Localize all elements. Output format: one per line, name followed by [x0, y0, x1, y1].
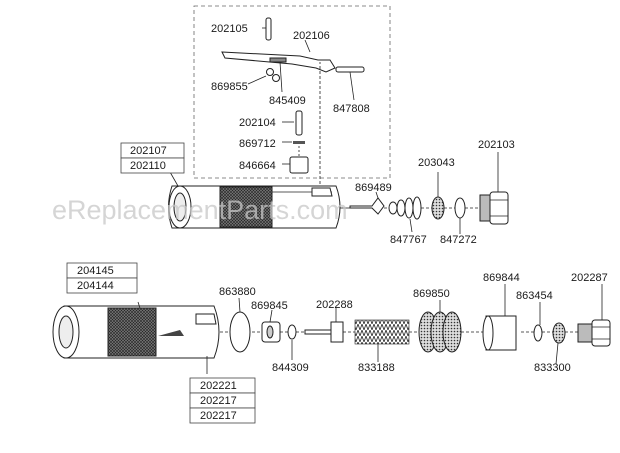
- label-845409: 845409: [269, 95, 306, 107]
- label-863454: 863454: [516, 290, 553, 302]
- label-box-lower-sub: 202221 202217 202217: [189, 377, 256, 424]
- label-box-upper-housing: 202107 202110: [120, 142, 185, 174]
- part-202103-inlet-nut: [479, 191, 509, 225]
- label-box-sub-1: 202221: [200, 380, 237, 392]
- label-869489: 869489: [355, 182, 392, 194]
- label-833188: 833188: [358, 362, 395, 374]
- part-202105-pin: [265, 17, 272, 41]
- label-202287: 202287: [571, 272, 608, 284]
- label-box-lower-2: 204144: [77, 280, 114, 292]
- part-869855-b: [272, 74, 280, 82]
- part-869845-bushing: [261, 321, 281, 343]
- label-202106: 202106: [293, 30, 330, 42]
- label-box-sub-2: 202217: [200, 395, 237, 407]
- label-847767: 847767: [390, 234, 427, 246]
- part-847808-pin: [335, 66, 365, 73]
- label-box-lower-1: 204145: [77, 265, 114, 277]
- label-844309: 844309: [272, 362, 309, 374]
- part-869844-sleeve: [482, 315, 517, 351]
- label-863880: 863880: [219, 286, 256, 298]
- upper-housing-202107: [168, 185, 341, 229]
- label-box-upper-1: 202107: [130, 145, 167, 157]
- part-203043-screen: [431, 196, 445, 220]
- watermark-text: eReplacementParts.com: [52, 195, 348, 225]
- part-869712-o-ring: [293, 141, 305, 144]
- label-box-sub-3: 202217: [200, 410, 237, 422]
- part-869855-a: [266, 68, 274, 76]
- trigger-group-dashed-box: [193, 5, 391, 179]
- label-869844: 869844: [483, 272, 520, 284]
- label-202104: 202104: [239, 117, 276, 129]
- part-847272-o-ring: [454, 197, 466, 219]
- label-202288: 202288: [316, 299, 353, 311]
- part-863880-gasket: [229, 311, 251, 353]
- part-833188-spring: [354, 319, 410, 345]
- part-844309-o-ring: [287, 324, 297, 340]
- label-869850: 869850: [413, 288, 450, 300]
- label-202103: 202103: [478, 139, 515, 151]
- label-box-lower-housing: 204145 204144: [66, 262, 138, 294]
- part-202287-end-plug: [577, 319, 611, 347]
- label-869845: 869845: [251, 300, 288, 312]
- part-847767-spring-stack: [388, 196, 422, 220]
- part-846664-valve: [289, 156, 309, 174]
- label-833300: 833300: [534, 362, 571, 374]
- label-869712: 869712: [239, 138, 276, 150]
- part-202288-piston: [304, 321, 344, 343]
- label-847808: 847808: [333, 103, 370, 115]
- part-869850-filter-stack: [418, 311, 462, 353]
- part-833300-screen: [552, 322, 566, 344]
- label-box-upper-2: 202110: [130, 160, 166, 172]
- part-845409-roll-pin: [269, 57, 287, 63]
- label-869855: 869855: [211, 81, 248, 93]
- label-203043: 203043: [418, 157, 455, 169]
- label-847272: 847272: [440, 234, 477, 246]
- part-863454-o-ring: [533, 324, 543, 342]
- part-202104-valve-stem: [295, 110, 303, 136]
- label-846664: 846664: [239, 160, 276, 172]
- part-869489-deflector: [349, 197, 385, 215]
- lower-housing-204145: [52, 305, 220, 359]
- leader-lines: [137, 27, 603, 374]
- label-202105: 202105: [211, 23, 248, 35]
